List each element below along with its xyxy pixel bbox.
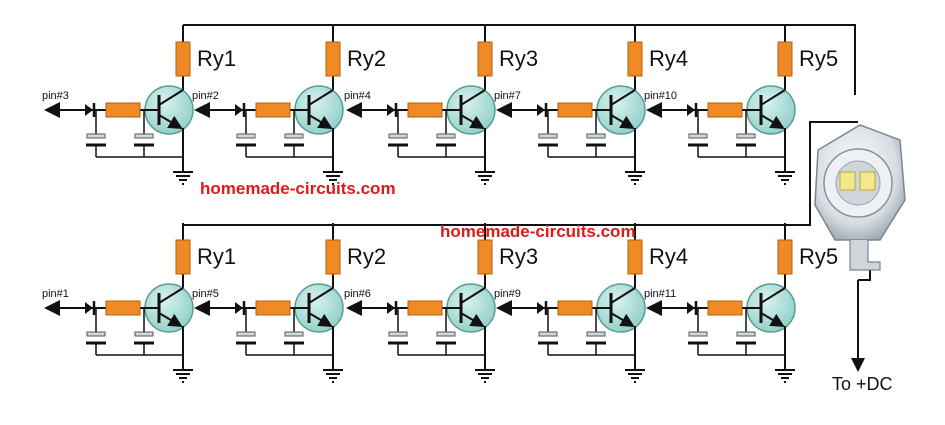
stage-r1-4: Ry4 pin#7: [494, 25, 688, 185]
relay-coil: [325, 239, 341, 275]
base-resistor: [557, 102, 593, 118]
capacitor: [538, 133, 558, 139]
base-resistor: [255, 300, 291, 316]
diode: [235, 302, 243, 314]
capacitor: [538, 331, 558, 337]
supply-label: To +DC: [832, 374, 893, 394]
relay-label: Ry4: [649, 244, 688, 269]
capacitor: [736, 133, 756, 139]
stage-r1-1: Ry1 pin#3: [42, 25, 236, 185]
capacitor: [688, 133, 708, 139]
watermark-1: homemade-circuits.com: [200, 179, 396, 198]
relay-label: Ry4: [649, 46, 688, 71]
diode: [687, 104, 695, 116]
base-resistor: [557, 300, 593, 316]
relay-label: Ry2: [347, 46, 386, 71]
relay-coil: [477, 239, 493, 275]
pin-label: pin#4: [344, 90, 371, 102]
relay-label: Ry2: [347, 244, 386, 269]
diode: [537, 302, 545, 314]
capacitor: [436, 133, 456, 139]
stage-r1-2: Ry2 pin#2: [192, 25, 386, 185]
capacitor: [736, 331, 756, 337]
relay-coil: [777, 239, 793, 275]
capacitor: [586, 331, 606, 337]
capacitor: [388, 133, 408, 139]
diode: [387, 302, 395, 314]
relay-coil: [777, 41, 793, 77]
relay-label: Ry1: [197, 46, 236, 71]
diode: [85, 104, 93, 116]
diode: [85, 302, 93, 314]
capacitor: [436, 331, 456, 337]
capacitor: [236, 133, 256, 139]
base-resistor: [707, 300, 743, 316]
pin-label: pin#10: [644, 90, 677, 102]
relay-label: Ry3: [499, 244, 538, 269]
pin-label: pin#6: [344, 288, 371, 300]
capacitor: [86, 331, 106, 337]
relay-coil: [325, 41, 341, 77]
relay-coil: [477, 41, 493, 77]
base-resistor: [407, 102, 443, 118]
base-resistor: [105, 300, 141, 316]
pin-label: pin#7: [494, 90, 521, 102]
base-resistor: [407, 300, 443, 316]
capacitor: [586, 133, 606, 139]
stage-r2-2: Ry2 pin#5: [192, 223, 386, 383]
capacitor: [688, 331, 708, 337]
relay-coil: [175, 41, 191, 77]
stage-r2-3: Ry3 pin#6: [344, 223, 538, 383]
stage-r2-1: Ry1 pin#1: [42, 223, 236, 383]
pin-label: pin#3: [42, 90, 69, 102]
base-resistor: [707, 102, 743, 118]
diode: [687, 302, 695, 314]
watermark-2: homemade-circuits.com: [440, 222, 636, 241]
diode: [537, 104, 545, 116]
diode: [387, 104, 395, 116]
capacitor: [134, 133, 154, 139]
relay-coil: [175, 239, 191, 275]
pin-label: pin#9: [494, 288, 521, 300]
capacitor: [236, 331, 256, 337]
capacitor: [134, 331, 154, 337]
stage-r2-4: Ry4 pin#9: [494, 223, 688, 383]
capacitor: [284, 331, 304, 337]
diode: [235, 104, 243, 116]
stage-r2-5: Ry5 pin#11: [644, 223, 838, 383]
base-resistor: [255, 102, 291, 118]
relay-label: Ry5: [799, 244, 838, 269]
pin-label: pin#11: [644, 288, 676, 300]
pin-label: pin#2: [192, 90, 219, 102]
stage-r1-3: Ry3 pin#4: [344, 25, 538, 185]
relay-coil: [627, 239, 643, 275]
relay-label: Ry1: [197, 244, 236, 269]
relay-label: Ry5: [799, 46, 838, 71]
pin-label: pin#1: [42, 288, 69, 300]
relay-coil: [627, 41, 643, 77]
capacitor: [388, 331, 408, 337]
capacitor: [284, 133, 304, 139]
relay-label: Ry3: [499, 46, 538, 71]
stage-r1-5: Ry5 pin#10: [644, 25, 838, 185]
power-led: [814, 124, 906, 271]
pin-label: pin#5: [192, 288, 219, 300]
base-resistor: [105, 102, 141, 118]
capacitor: [86, 133, 106, 139]
